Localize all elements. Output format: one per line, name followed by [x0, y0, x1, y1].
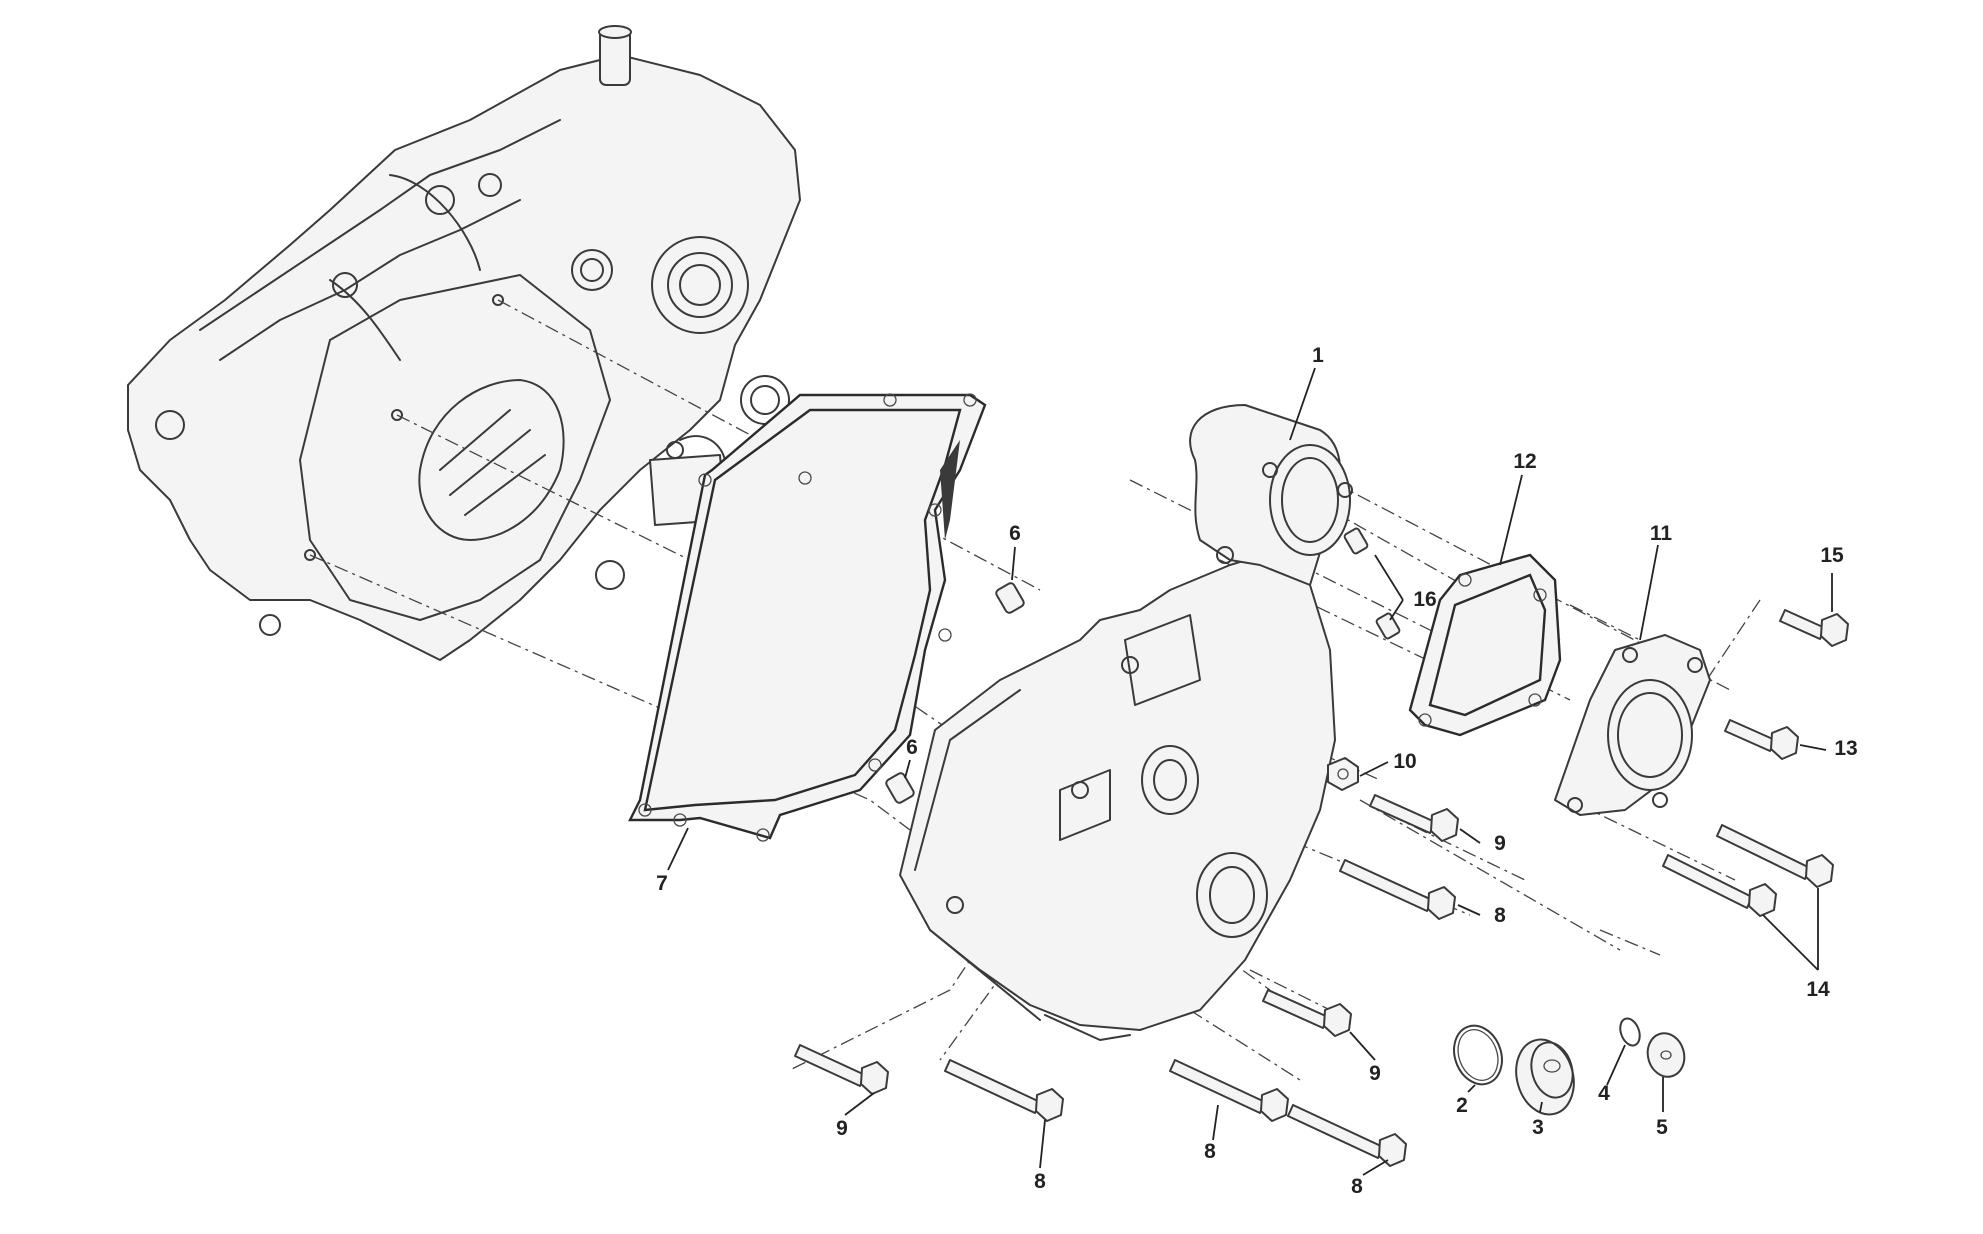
bolts — [794, 609, 1849, 1167]
callout-8-right: 8 — [1494, 904, 1506, 927]
dowel-pins-16 — [1343, 527, 1401, 640]
callout-6-upper: 6 — [1009, 522, 1021, 545]
callout-1: 1 — [1312, 344, 1324, 367]
dowel-pins — [885, 582, 1025, 804]
leader-lines — [667, 367, 1833, 1176]
callout-15: 15 — [1820, 544, 1844, 567]
water-pump-cover — [1554, 634, 1711, 816]
callout-9-right: 9 — [1494, 832, 1506, 855]
callout-5: 5 — [1656, 1116, 1668, 1139]
generator-cover — [899, 404, 1353, 1041]
callout-10: 10 — [1393, 750, 1416, 773]
callout-8-bottom-middle: 8 — [1204, 1140, 1216, 1163]
crank-plug — [1515, 1038, 1575, 1116]
water-pump-gasket — [1408, 553, 1562, 737]
callout-8-bottom-left: 8 — [1034, 1170, 1046, 1193]
bolt-14-upper — [1716, 824, 1834, 888]
callout-7: 7 — [656, 872, 668, 895]
bolt-9-bottom-left — [794, 1044, 889, 1095]
callout-11: 11 — [1650, 522, 1673, 545]
callout-9-bottom-right: 9 — [1369, 1062, 1381, 1085]
bolt-15 — [1779, 609, 1849, 647]
callout-13: 13 — [1834, 737, 1857, 760]
callout-2: 2 — [1456, 1094, 1468, 1117]
callout-labels: 1 2 3 4 5 6 6 7 8 8 8 8 9 9 9 10 11 12 1… — [656, 344, 1858, 1198]
bolt-8-right — [1339, 859, 1456, 920]
callout-12: 12 — [1513, 450, 1536, 473]
gasket — [628, 393, 987, 842]
nut — [1327, 757, 1359, 791]
bolt-8-bottom-a — [1169, 1059, 1289, 1122]
callout-16: 16 — [1413, 588, 1436, 611]
bolt-9-bottom-right — [1262, 989, 1352, 1037]
bolt-9-right — [1369, 794, 1459, 842]
bolt-14-lower — [1662, 854, 1777, 917]
callout-4: 4 — [1598, 1082, 1610, 1105]
callout-6-lower: 6 — [906, 736, 918, 759]
bolt-8-bottom-b — [1287, 1104, 1407, 1167]
callout-9-bottom-left: 9 — [836, 1117, 848, 1140]
seal-ring — [1619, 1017, 1641, 1047]
callout-3: 3 — [1532, 1116, 1544, 1139]
bolt-8-bottom-left — [944, 1059, 1064, 1122]
bolt-13 — [1724, 719, 1799, 760]
callout-14: 14 — [1806, 978, 1830, 1001]
o-ring — [1453, 1024, 1503, 1086]
timing-cap — [1646, 1032, 1686, 1078]
callout-8-bottom-right: 8 — [1351, 1175, 1363, 1198]
